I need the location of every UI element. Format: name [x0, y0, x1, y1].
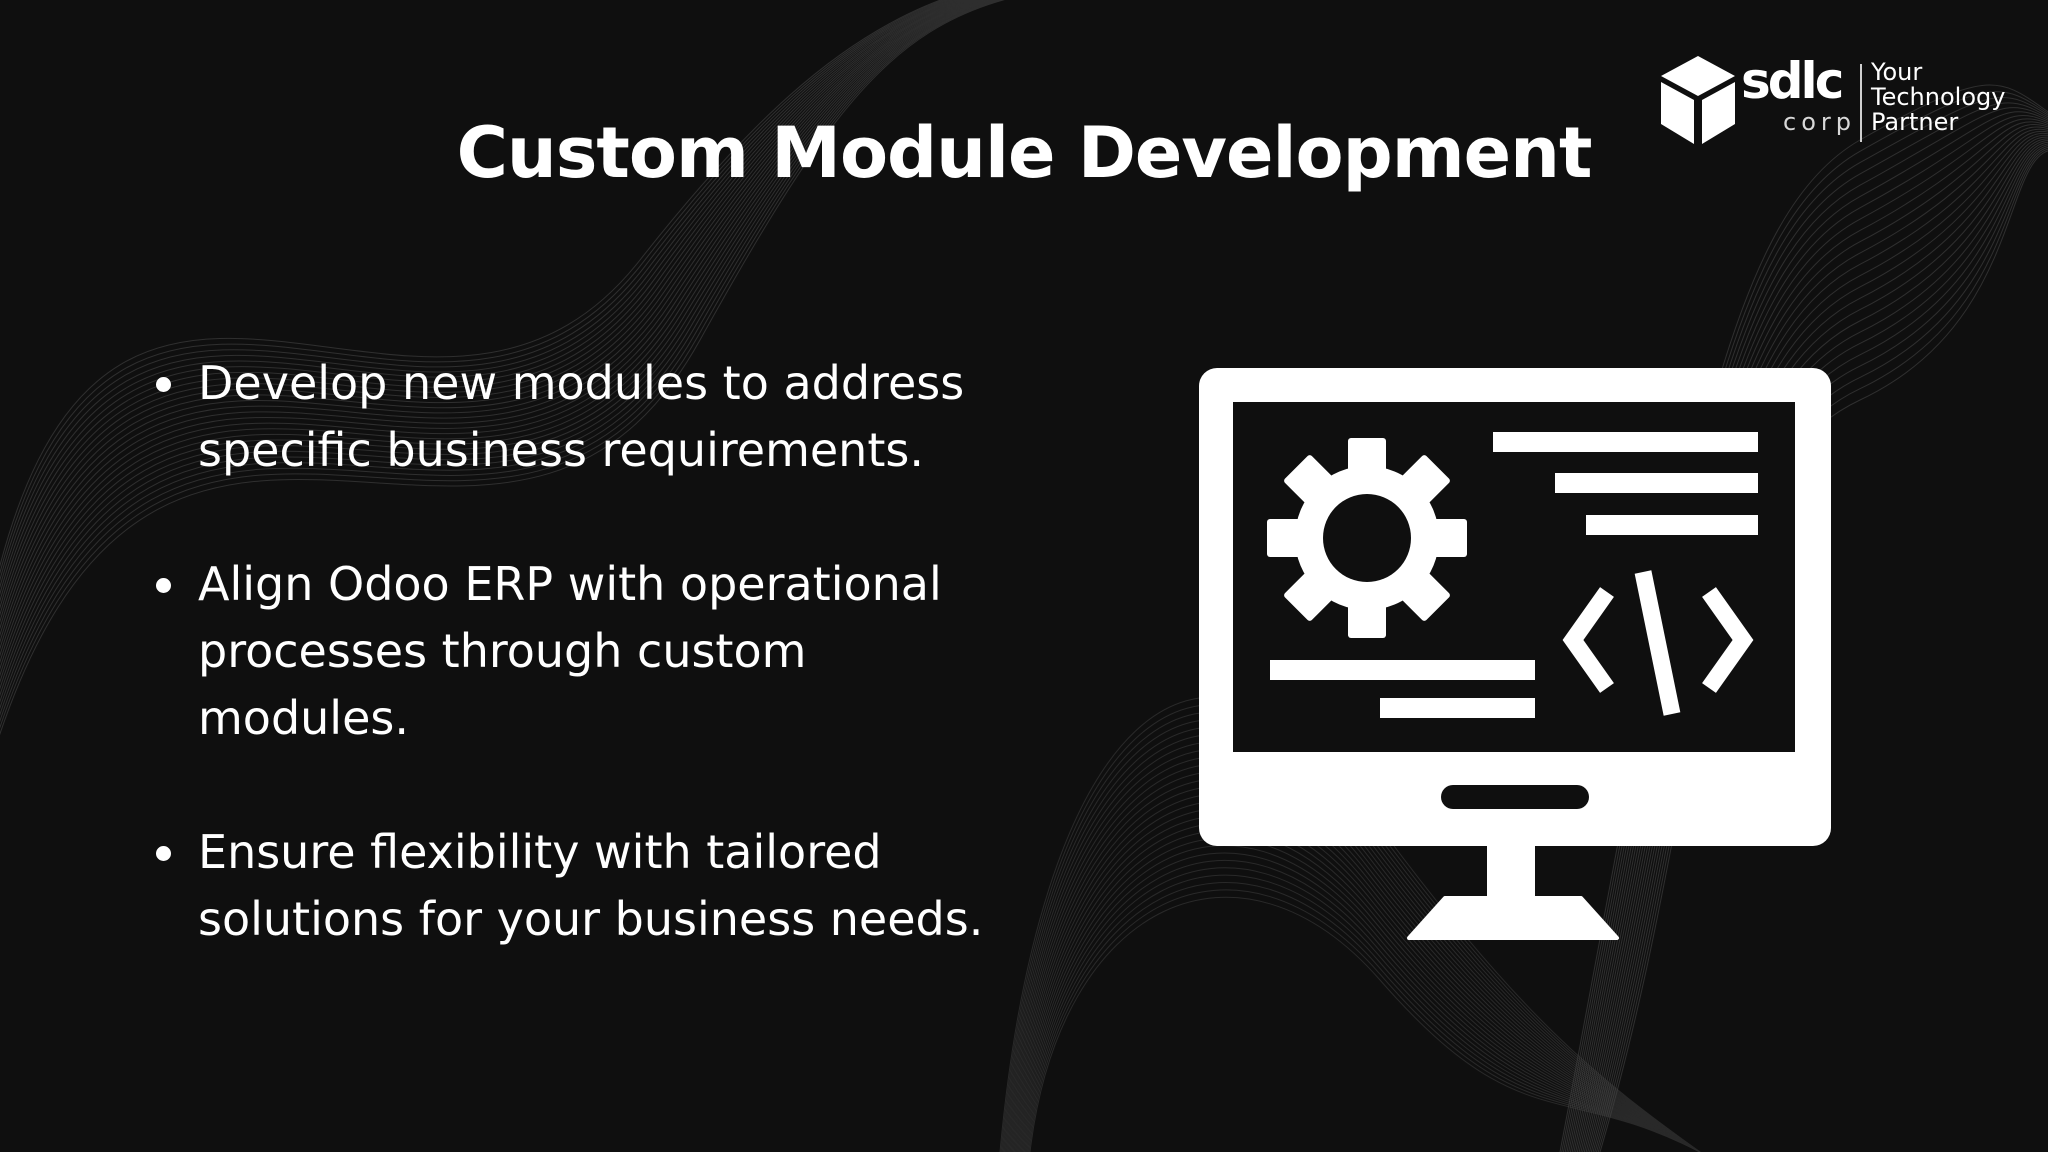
logo-wordmark: sdlc [1741, 52, 1844, 110]
text-line [1493, 432, 1758, 452]
bullet-item: Develop new modules to address specific … [150, 350, 1030, 484]
bullet-text: Develop new modules to address specific … [198, 356, 965, 477]
wave-line [0, 0, 942, 568]
wave-line [1029, 896, 1701, 1152]
wave-line [1017, 815, 1701, 1152]
wave-line [0, 0, 950, 589]
page-title: Custom Module Development [456, 112, 1593, 194]
wave-line [1023, 859, 1701, 1152]
wave-line [0, 0, 995, 710]
logo-tagline: Your Technology Partner [1871, 60, 2021, 135]
wave-line [0, 0, 970, 644]
wave-line [0, 0, 973, 651]
bullet-item: Align Odoo ERP with operational processe… [150, 551, 1030, 752]
wave-line [0, 0, 987, 691]
wave-line [1026, 874, 1701, 1152]
bullet-text: Align Odoo ERP with operational processe… [198, 557, 942, 745]
text-line [1555, 473, 1758, 493]
logo-subtext: corp [1783, 108, 1856, 136]
monitor-code-gear-icon [1199, 368, 1831, 940]
wave-line [0, 0, 945, 575]
wave-line [1025, 867, 1701, 1152]
text-line [1586, 515, 1758, 535]
wave-line [0, 0, 1003, 730]
wave-line [0, 0, 1006, 736]
tagline-line: Technology [1871, 83, 2006, 111]
gear-icon [1267, 438, 1467, 638]
bullet-item: Ensure flexibility with tailored solutio… [150, 819, 1030, 953]
wave-line [1028, 889, 1701, 1152]
wave-line [0, 0, 963, 623]
brand-logo: sdlc corp Your Technology Partner [1655, 52, 2015, 148]
wave-line [0, 0, 980, 671]
bullet-dot [156, 377, 171, 392]
text-line [1380, 698, 1535, 718]
wave-line [0, 0, 953, 596]
logo-divider [1860, 64, 1862, 142]
cube-icon [1661, 56, 1735, 144]
wave-line [0, 0, 978, 664]
wave-line [0, 0, 1000, 723]
wave-line [0, 0, 967, 637]
bullet-list: Develop new modules to address specific … [150, 350, 1030, 1020]
wave-line [1019, 830, 1701, 1152]
bullet-dot [156, 578, 171, 593]
wave-line [0, 0, 990, 697]
wave-line [0, 0, 985, 684]
wave-line [0, 0, 965, 630]
monitor-base [1407, 896, 1619, 940]
wave-line [1015, 800, 1701, 1152]
bullet-dot [156, 846, 171, 861]
wave-line [1027, 882, 1701, 1152]
text-line [1270, 660, 1535, 680]
wave-line [1016, 808, 1701, 1152]
wave-line [0, 0, 997, 717]
wave-line [1022, 852, 1701, 1152]
monitor-neck [1487, 844, 1535, 904]
tagline-line: Partner [1871, 108, 1959, 136]
bullet-text: Ensure flexibility with tailored solutio… [198, 825, 984, 946]
wave-line [1018, 823, 1701, 1152]
wave-line [0, 0, 958, 610]
wave-line [0, 0, 993, 704]
wave-line [0, 0, 955, 603]
wave-line [0, 0, 983, 678]
code-brackets-icon [1562, 570, 1754, 716]
wave-line [1020, 837, 1701, 1152]
wave-line [0, 0, 947, 582]
wave-line [0, 0, 975, 657]
tagline-line: Your [1871, 58, 1923, 86]
wave-line [0, 0, 960, 617]
wave-line [1021, 845, 1701, 1152]
monitor-slot [1441, 785, 1589, 809]
